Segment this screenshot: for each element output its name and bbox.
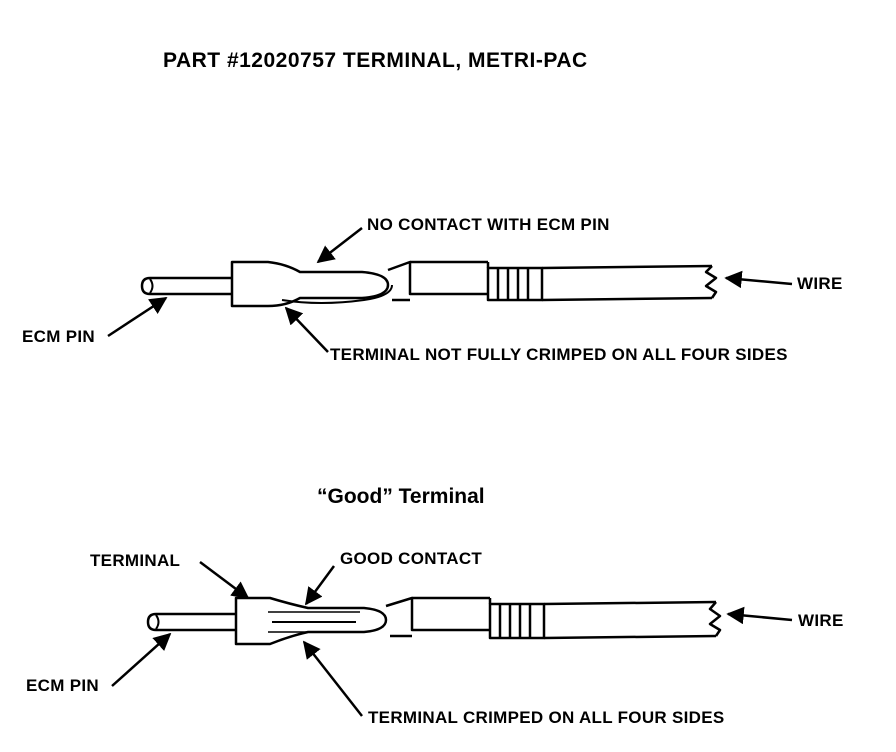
no-contact-arrow — [316, 227, 363, 264]
bad-wire — [541, 264, 718, 302]
terminal-label: TERMINAL — [90, 551, 181, 570]
good-terminal-heading: “Good” Terminal — [317, 485, 485, 508]
good-wire-label: WIRE — [798, 611, 844, 630]
good-terminal-body — [234, 596, 546, 646]
no-contact-label: NO CONTACT WITH ECM PIN — [367, 215, 610, 234]
good-ecm-pin-arrow — [111, 632, 172, 687]
bad-terminal-drawing — [107, 227, 793, 353]
bad-terminal-body — [230, 260, 544, 308]
good-contact-arrow — [304, 565, 336, 606]
bad-ecm-pin-arrow — [107, 296, 168, 338]
not-crimped-arrow — [284, 306, 329, 353]
crimped-four-sides-label: TERMINAL CRIMPED ON ALL FOUR SIDES — [368, 708, 725, 727]
bad-wire-label: WIRE — [797, 274, 843, 293]
good-terminal-drawing — [111, 561, 793, 717]
good-ecm-pin-label: ECM PIN — [26, 676, 99, 695]
terminal-arrow — [199, 561, 250, 600]
page-title: PART #12020757 TERMINAL, METRI-PAC — [163, 49, 588, 72]
good-ecm-pin — [146, 612, 236, 632]
bad-wire-arrow — [724, 270, 793, 289]
bad-ecm-pin-label: ECM PIN — [22, 327, 95, 346]
not-fully-crimped-label: TERMINAL NOT FULLY CRIMPED ON ALL FOUR S… — [330, 345, 788, 364]
bad-ecm-pin — [140, 276, 232, 296]
good-wire-arrow — [726, 606, 793, 625]
crimped-arrow — [302, 640, 363, 717]
good-contact-label: GOOD CONTACT — [340, 549, 483, 568]
good-wire — [543, 600, 722, 640]
